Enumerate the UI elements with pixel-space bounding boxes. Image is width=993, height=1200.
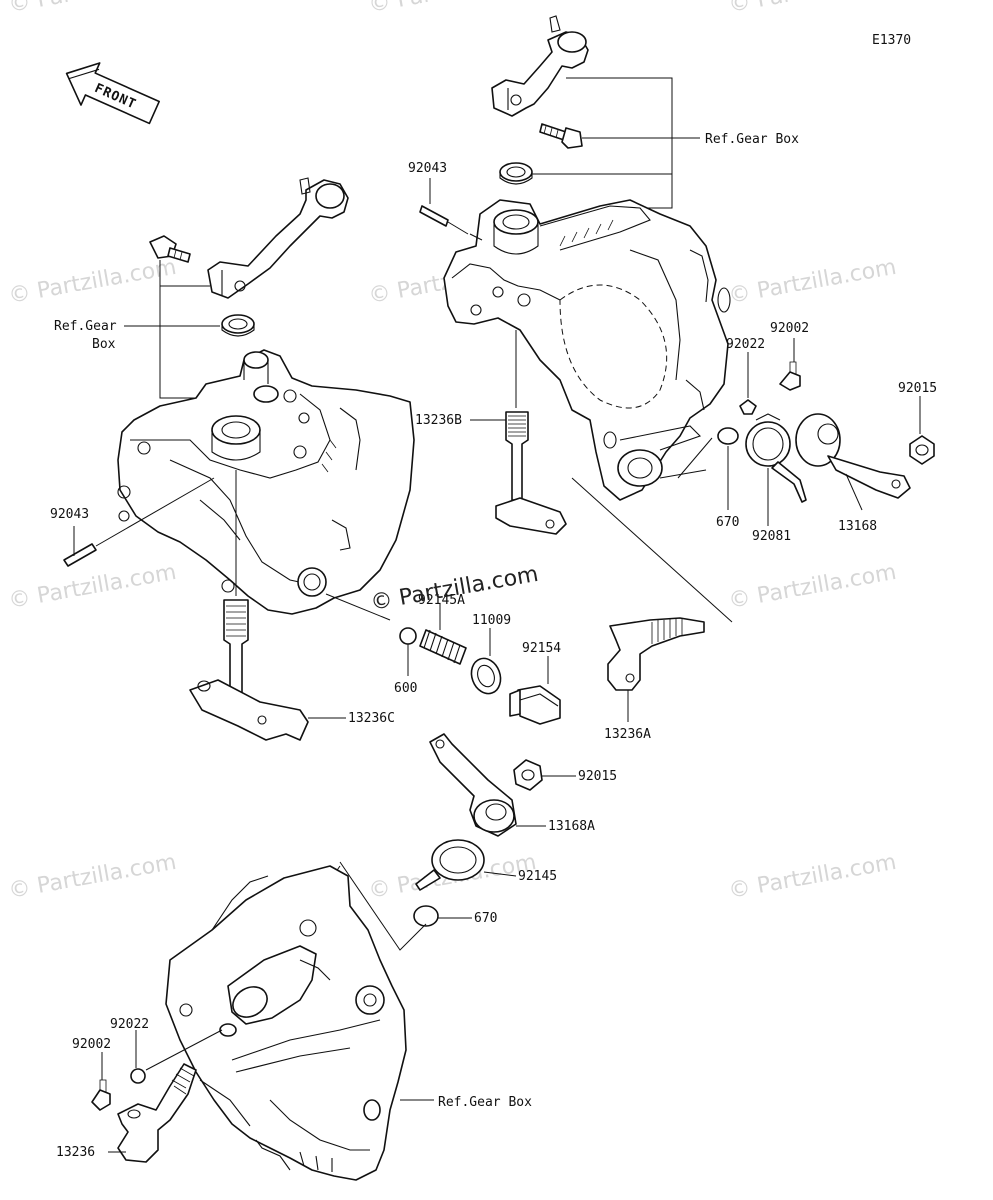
plug-92154 [509,656,561,725]
shaft-13236C [189,470,309,741]
lever-13168A [429,733,546,837]
label-11009: 11009 [472,613,511,628]
washer-92022-bottom [130,1029,223,1084]
watermark-text: © Partzilla.com [727,255,899,309]
shaft-13236 [108,1063,197,1163]
nut-92015-top [909,396,935,465]
gear-case-upper-right [443,199,731,501]
label-92015-mid: 92015 [578,769,617,784]
seal-top [499,162,533,185]
gear-case-lower [165,865,407,1181]
bolt-top [539,123,583,149]
nut-92015-mid [513,759,576,791]
pin-92043-left [63,477,215,567]
seal-left [221,314,255,337]
shaft-13236A [607,617,705,722]
label-13168: 13168 [838,519,877,534]
o-ring-670-bottom [413,905,472,927]
label-92081: 92081 [752,529,791,544]
washer-92022-top [739,352,757,415]
watermark-text: © Partzilla.com [7,0,179,18]
watermark-text: © Partzilla.com [7,560,179,614]
label-92145A: 92145A [418,593,465,608]
label-600: 600 [394,681,417,696]
label-13236B: 13236B [415,413,462,428]
label-13236C: 13236C [348,711,395,726]
front-arrow-icon: FRONT [65,62,160,125]
lever-13168 [795,413,911,511]
label-92002-top: 92002 [770,321,809,336]
label-92022-bottom: 92022 [110,1017,149,1032]
bolt-92002-top [779,338,801,391]
spring-92145 [415,839,517,891]
bolt-left [149,235,191,263]
label-92022-top: 92022 [726,337,765,352]
washer-11009 [470,628,502,695]
shift-lever-top [491,15,589,117]
shift-lever-left [207,177,349,299]
watermark-text: © Partzilla.com [7,850,179,904]
label-92145: 92145 [518,869,557,884]
label-92154: 92154 [522,641,561,656]
ref-gear-box-bottom: Ref.Gear Box [438,1095,532,1110]
label-92043-left: 92043 [50,507,89,522]
bolt-92002-bottom [91,1052,111,1111]
ref-gear-box-top: Ref.Gear Box [705,132,799,147]
label-92015-top: 92015 [898,381,937,396]
gear-case-left [117,349,415,615]
ball-600 [399,627,417,676]
watermark-text: © Partzilla.com [367,0,539,18]
spring-92081 [745,413,807,526]
label-670-bottom: 670 [474,911,497,926]
label-670-top: 670 [716,515,739,530]
spring-92145A [419,604,467,665]
diagram-code: E1370 [872,33,911,48]
watermark-text: © Partzilla.com [727,0,899,18]
watermark-text: © Partzilla.com [7,255,179,309]
label-13168A: 13168A [548,819,595,834]
label-13236A: 13236A [604,727,651,742]
ref-gear-box-left-2: Box [92,337,116,352]
ref-gear-box-left-1: Ref.Gear [54,319,117,334]
watermark-text: © Partzilla.com [727,560,899,614]
shaft-13236B [495,330,567,535]
o-ring-670-top [717,427,739,510]
label-92002-bottom: 92002 [72,1037,111,1052]
watermark-text: © Partzilla.com [727,850,899,904]
label-13236: 13236 [56,1145,95,1160]
label-92043-top: 92043 [408,161,447,176]
pin-92043-top [419,205,469,235]
